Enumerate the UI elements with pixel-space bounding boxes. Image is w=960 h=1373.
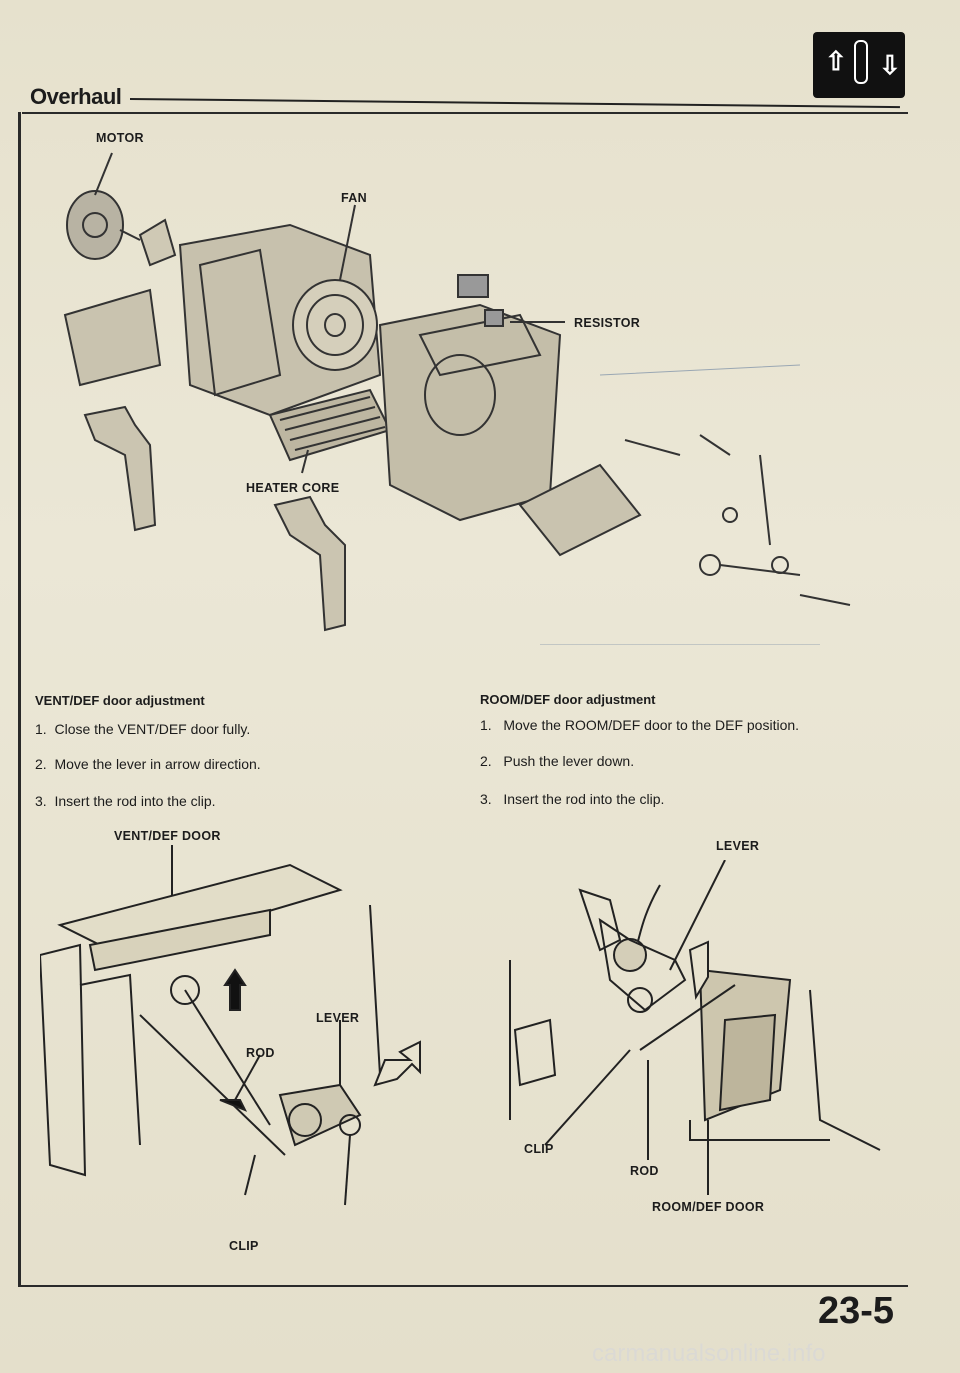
watermark: carmanualsonline.info — [592, 1340, 826, 1367]
label-resistor: RESISTOR — [574, 316, 641, 330]
lever-mechanism — [598, 917, 687, 1013]
motor-part — [66, 190, 141, 260]
room-def-door-illustration — [509, 860, 881, 1195]
vent-def-step-2: 2. Move the lever in arrow direction. — [35, 756, 261, 772]
header-rule — [129, 98, 900, 109]
label-vent-def-clip: CLIP — [229, 1239, 259, 1253]
label-fan: FAN — [341, 191, 367, 205]
label-room-def-clip: CLIP — [524, 1142, 554, 1156]
room-def-step-3: 3. Insert the rod into the clip. — [480, 791, 665, 807]
fan-part — [292, 279, 378, 371]
frame-bottom-rule — [18, 1285, 908, 1287]
section-title-overhaul: Overhaul — [30, 84, 122, 109]
label-room-def-door: ROOM/DEF DOOR — [652, 1200, 765, 1214]
label-vent-def-door: VENT/DEF DOOR — [114, 829, 221, 843]
room-def-step-1: 1. Move the ROOM/DEF door to the DEF pos… — [480, 717, 800, 733]
label-vent-def-lever: LEVER — [316, 1011, 360, 1025]
frame-left-rule — [18, 112, 21, 1287]
heater-section-badge: ⇧ ⇩ — [813, 32, 905, 98]
door-linkage — [624, 434, 851, 606]
thermometer-icon — [854, 40, 868, 84]
room-def-title: ROOM/DEF door adjustment — [480, 692, 656, 707]
page-number: 23-5 — [818, 1290, 895, 1332]
vent-def-step-3: 3. Insert the rod into the clip. — [35, 793, 216, 809]
frame-top-rule — [22, 112, 908, 114]
arrow-up-icon — [223, 968, 247, 1011]
label-vent-def-rod: ROD — [246, 1046, 275, 1060]
resistor-part — [457, 274, 504, 327]
label-room-def-rod: ROD — [630, 1164, 659, 1178]
vent-def-door-illustration — [40, 845, 421, 1206]
heater-unit-housing — [378, 303, 562, 522]
heater-exploded-view — [63, 152, 851, 645]
lever-mechanism — [278, 1083, 362, 1206]
arrow-up-icon: ⇧ — [825, 46, 847, 76]
arrow-down-icon: ⇩ — [879, 50, 901, 80]
vent-def-step-1: 1. Close the VENT/DEF door fully. — [35, 721, 251, 737]
room-def-door-part — [698, 968, 792, 1122]
heater-core-part — [268, 388, 392, 462]
label-motor: MOTOR — [96, 131, 144, 145]
label-room-def-lever: LEVER — [716, 839, 760, 853]
vent-def-title: VENT/DEF door adjustment — [35, 693, 205, 708]
label-heater-core: HEATER CORE — [246, 481, 340, 495]
room-def-step-2: 2. Push the lever down. — [480, 753, 635, 769]
